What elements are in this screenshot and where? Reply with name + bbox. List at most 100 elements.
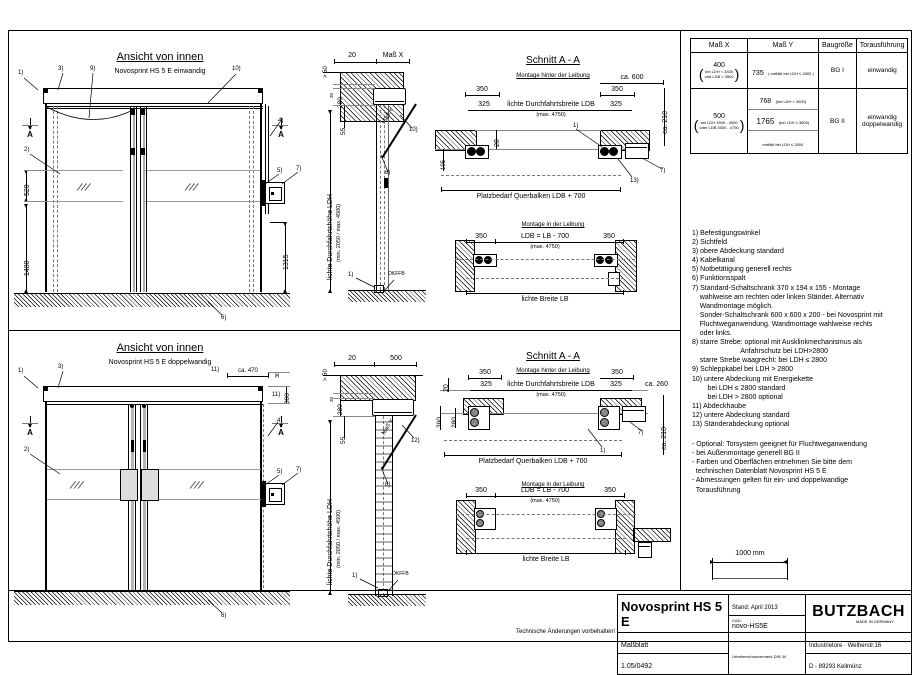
sc-callout-13: 13) bbox=[630, 178, 639, 184]
scale-bar-tick-l bbox=[712, 558, 713, 580]
tb-logo-cell: BUTZBACH MADE IN GERMANY bbox=[805, 594, 912, 633]
d20-cap-l bbox=[334, 59, 335, 64]
bd325r-line bbox=[600, 390, 632, 391]
leib-roller-r1 bbox=[596, 256, 604, 264]
d350l-line bbox=[465, 95, 500, 96]
roller-r2 bbox=[609, 147, 618, 156]
d50-bot: > 50 bbox=[323, 369, 329, 381]
bot-callout-2: 2) bbox=[24, 447, 30, 453]
paren-close-1: ) bbox=[734, 66, 740, 82]
bot-callout-5: 5) bbox=[277, 469, 283, 475]
d470-label: ca. 470 bbox=[238, 368, 258, 374]
note-item: Anfahrschutz bei LDH>2800 bbox=[692, 348, 828, 356]
bot-sect-line-l bbox=[22, 423, 38, 424]
bot-curtain-front bbox=[375, 416, 377, 596]
d600-cap bbox=[663, 80, 664, 85]
d20-dimline bbox=[334, 62, 376, 63]
tb-docnum-cell: 1.05/0492 bbox=[616, 653, 730, 675]
th-mass-x: Maß X bbox=[689, 38, 749, 53]
leaf-rail-5 bbox=[143, 107, 145, 292]
leaf-fitting-a bbox=[131, 108, 135, 115]
th-torausfuehrung: Torausführung bbox=[856, 38, 908, 53]
floor-anchor-bot bbox=[378, 589, 388, 597]
d500-bot: 500 bbox=[390, 355, 402, 362]
bleib-cap2 bbox=[495, 493, 496, 498]
view-top-subtitle: Novosprint HS 5 E einwandig bbox=[114, 68, 206, 75]
bsc-callout-1-leader bbox=[587, 428, 603, 448]
dim-520-line bbox=[26, 170, 27, 202]
leib-lb-cap2 bbox=[623, 290, 624, 295]
guide-right-dash2 bbox=[253, 106, 254, 292]
curtain-dash2 bbox=[384, 105, 385, 290]
roller-l1 bbox=[467, 147, 476, 156]
callout-4-top: 4) bbox=[278, 118, 284, 124]
note-item: 1) Befestigungswinkel bbox=[692, 230, 761, 237]
schnitt-bot-subtitle: Montage hinter der Leibung bbox=[516, 368, 590, 374]
sect-mark-right-arrow bbox=[279, 126, 283, 130]
leib-lb-dash bbox=[466, 278, 624, 279]
sc-callout-7: 7) bbox=[660, 168, 666, 174]
footnote-item: - bei Außenmontage generell BG II bbox=[692, 450, 800, 458]
vs-callout-10: 10) bbox=[409, 127, 418, 133]
tb-stand-cell: Stand: April 2013 bbox=[728, 594, 807, 616]
dim-1315-arrow-bot bbox=[283, 289, 287, 293]
okffb-top: OKFFB bbox=[388, 271, 405, 277]
bot-sect-l-line bbox=[30, 416, 31, 427]
curtain-back bbox=[388, 105, 390, 290]
tb-copyright: Urheberschutzvermerk DIN 34 bbox=[732, 653, 787, 659]
broller-l2 bbox=[470, 418, 479, 427]
dim-1315-ext bbox=[270, 222, 286, 223]
bot-d500-line bbox=[375, 365, 417, 366]
footnotes-list: - Optional: Torsystem geeignet für Fluch… bbox=[692, 440, 910, 495]
note-item: starre Strebe waagrecht: bei LDH ≤ 2800 bbox=[692, 357, 827, 365]
bot-fitting-a bbox=[130, 404, 134, 408]
my2-note2: (bei LDH ≥ 3600) bbox=[778, 120, 810, 125]
bot-callout-11a: 11) bbox=[211, 367, 220, 373]
d470-cap2 bbox=[268, 373, 269, 378]
divider-vertical bbox=[680, 30, 681, 590]
leib-ldb-line bbox=[496, 242, 594, 243]
leib-d350r-line bbox=[594, 242, 624, 243]
bleib-center-dash bbox=[456, 514, 636, 515]
strut-diagonal-bot bbox=[381, 414, 417, 470]
d350r-label: 350 bbox=[611, 86, 623, 93]
ldh-note-top: (min. 2050 / max. 4500) bbox=[336, 203, 342, 262]
leaf-fitting-b bbox=[141, 108, 145, 115]
company-name: BUTZBACH bbox=[812, 603, 905, 620]
bot-glass-left bbox=[69, 476, 92, 490]
floor-anchor-top bbox=[374, 285, 384, 293]
bot-callout-4: 4) bbox=[277, 418, 283, 424]
vs-callout-8-leader bbox=[380, 154, 389, 173]
bleib-wall-left bbox=[456, 500, 476, 554]
callout-2-top: 2) bbox=[24, 147, 30, 153]
bot-guide-right bbox=[260, 402, 262, 590]
bot-fix-left bbox=[43, 386, 48, 391]
d210-label: ca. 210 bbox=[662, 111, 669, 134]
bot-glass-right bbox=[189, 476, 212, 490]
wall-inner-line bbox=[435, 149, 648, 150]
sect-mark-left-label: A bbox=[27, 130, 33, 139]
okffb-bot: OKFFB bbox=[392, 571, 409, 577]
note-item: 6) Funktionsspalt bbox=[692, 275, 746, 283]
mx1-main: 400 bbox=[713, 62, 725, 69]
guide-left-dash2 bbox=[57, 106, 58, 292]
curtain-front bbox=[376, 105, 378, 290]
glass-mark-left bbox=[76, 178, 97, 192]
tb-addr2: D - 89293 Kellmünz bbox=[809, 664, 862, 670]
leaf-rail-1 bbox=[130, 107, 131, 292]
massx-top: Maß X bbox=[382, 52, 404, 59]
notes-list: 1) Befestigungswinkel 2) Sichtfeld 3) ob… bbox=[692, 229, 910, 429]
bd325l: 325 bbox=[480, 381, 492, 388]
paren-open-2: ( bbox=[693, 116, 699, 133]
schnitt-top-title: Schnitt A - A bbox=[526, 55, 580, 66]
view-bot-subtitle: Novosprint HS 5 E doppelwandig bbox=[108, 359, 212, 366]
bleib-cabinet bbox=[638, 542, 652, 558]
scale-arrow-l bbox=[710, 560, 714, 564]
pb-cap2 bbox=[620, 187, 621, 192]
d350l-label: 350 bbox=[476, 86, 488, 93]
note-item: wahlweise am rechten oder linken Ständer… bbox=[692, 293, 864, 301]
callout-3-top: 3) bbox=[58, 66, 64, 72]
schnitt-bot-title: Schnitt A - A bbox=[526, 351, 580, 362]
d325l-label: 325 bbox=[478, 101, 490, 108]
note-item: Fluchtweganwendung. Wandmontage wahlweis… bbox=[692, 320, 873, 328]
